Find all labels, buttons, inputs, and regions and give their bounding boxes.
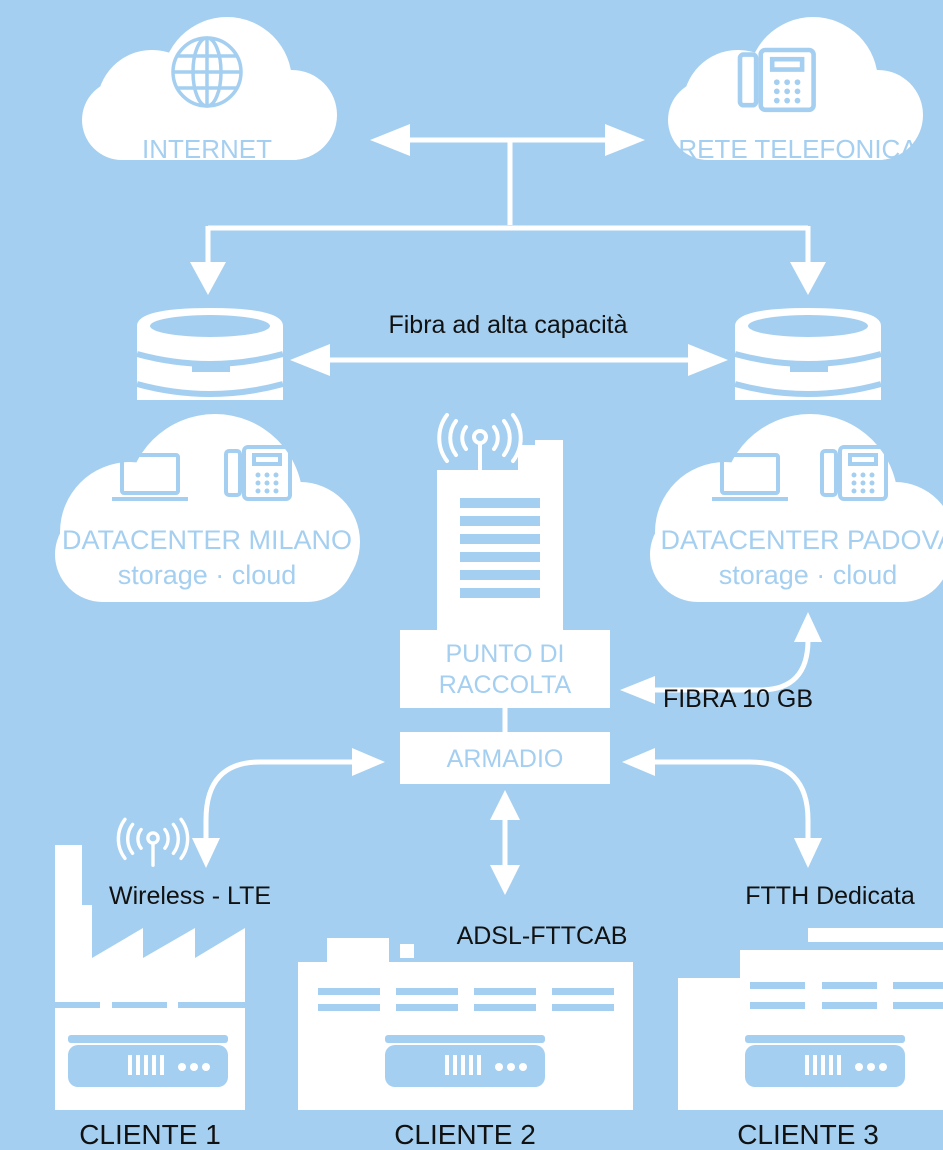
datacenter-padova: DATACENTER PADOVA storage · cloud	[650, 308, 943, 602]
datacenter-milano-subtitle: storage · cloud	[118, 560, 297, 590]
datacenter-padova-subtitle: storage · cloud	[719, 560, 898, 590]
datacenter-padova-title: DATACENTER PADOVA	[660, 525, 943, 555]
database-icon	[735, 308, 881, 400]
factory-icon	[55, 845, 245, 1110]
cliente2-building: CLIENTE 2	[298, 938, 633, 1150]
punto-raccolta: PUNTO DI RACCOLTA	[400, 413, 610, 708]
cliente1-label: CLIENTE 1	[79, 1119, 221, 1150]
internet-cloud: INTERNET	[82, 17, 337, 164]
fibra-alta-label: Fibra ad alta capacità	[388, 311, 627, 339]
internet-label: INTERNET	[142, 134, 272, 164]
router-icon	[745, 1035, 905, 1087]
cliente3-building: CLIENTE 3	[678, 928, 943, 1150]
globe-icon	[171, 36, 243, 108]
cliente2-label: CLIENTE 2	[394, 1119, 536, 1150]
router-icon	[68, 1035, 228, 1087]
tower-windows	[460, 498, 540, 598]
database-icon	[137, 308, 283, 400]
armadio-label: ARMADIO	[447, 745, 564, 773]
antenna-icon	[116, 817, 190, 867]
router-icon	[385, 1035, 545, 1087]
antenna-icon	[437, 413, 523, 471]
adsl-label: ADSL-FTTCAB	[457, 922, 628, 950]
punto-raccolta-line2: RACCOLTA	[439, 671, 572, 699]
cliente3-label: CLIENTE 3	[737, 1119, 879, 1150]
wireless-label: Wireless - LTE	[109, 882, 271, 910]
punto-raccolta-line1: PUNTO DI	[446, 640, 565, 668]
phone-network-label: RETE TELEFONICA	[678, 134, 918, 164]
datacenter-milano-title: DATACENTER MILANO	[62, 525, 352, 555]
armadio: ARMADIO	[400, 732, 610, 784]
cliente1-building: CLIENTE 1	[55, 845, 245, 1150]
arrowheads	[190, 124, 826, 895]
fibra-10gb-label: FIBRA 10 GB	[663, 685, 813, 713]
ftth-label: FTTH Dedicata	[745, 882, 915, 910]
datacenter-milano: DATACENTER MILANO storage · cloud	[55, 308, 360, 602]
phone-network-cloud: RETE TELEFONICA	[668, 17, 923, 164]
